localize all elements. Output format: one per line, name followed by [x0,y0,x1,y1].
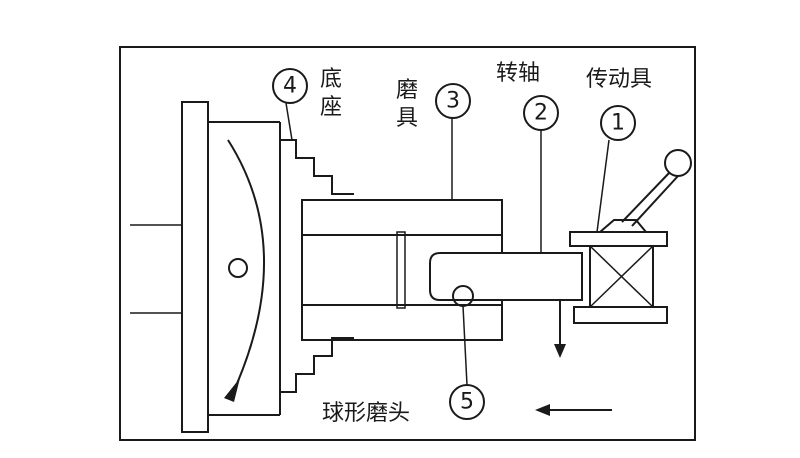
label-tool-line1: 磨 [396,78,418,103]
callout-5: 5 [449,384,485,420]
abrasive-tool [301,117,503,341]
feed-arrow [535,404,612,416]
callout-1-number: 1 [611,111,625,136]
frame-border [119,46,696,441]
base-plate [130,101,281,433]
label-ball-head: 球形磨头 [322,401,410,426]
stepped-base [279,122,354,393]
label-base-line2: 座 [320,95,342,120]
label-base-line1: 底 [320,67,342,92]
label-driver: 传动具 [586,67,652,92]
callout-2: 2 [523,95,559,131]
callout-1: 1 [600,105,636,141]
callout-5-number: 5 [460,390,474,415]
ball-head-leader [462,305,468,386]
spindle [429,130,583,358]
label-spindle: 转轴 [496,61,540,86]
driver-assembly [569,139,692,324]
callout-4-number: 4 [283,74,297,99]
callout-2-number: 2 [534,101,548,126]
callout-3: 3 [435,83,471,119]
callout-3-number: 3 [446,89,460,114]
callout-4: 4 [272,68,308,104]
label-tool-line2: 具 [396,106,418,131]
